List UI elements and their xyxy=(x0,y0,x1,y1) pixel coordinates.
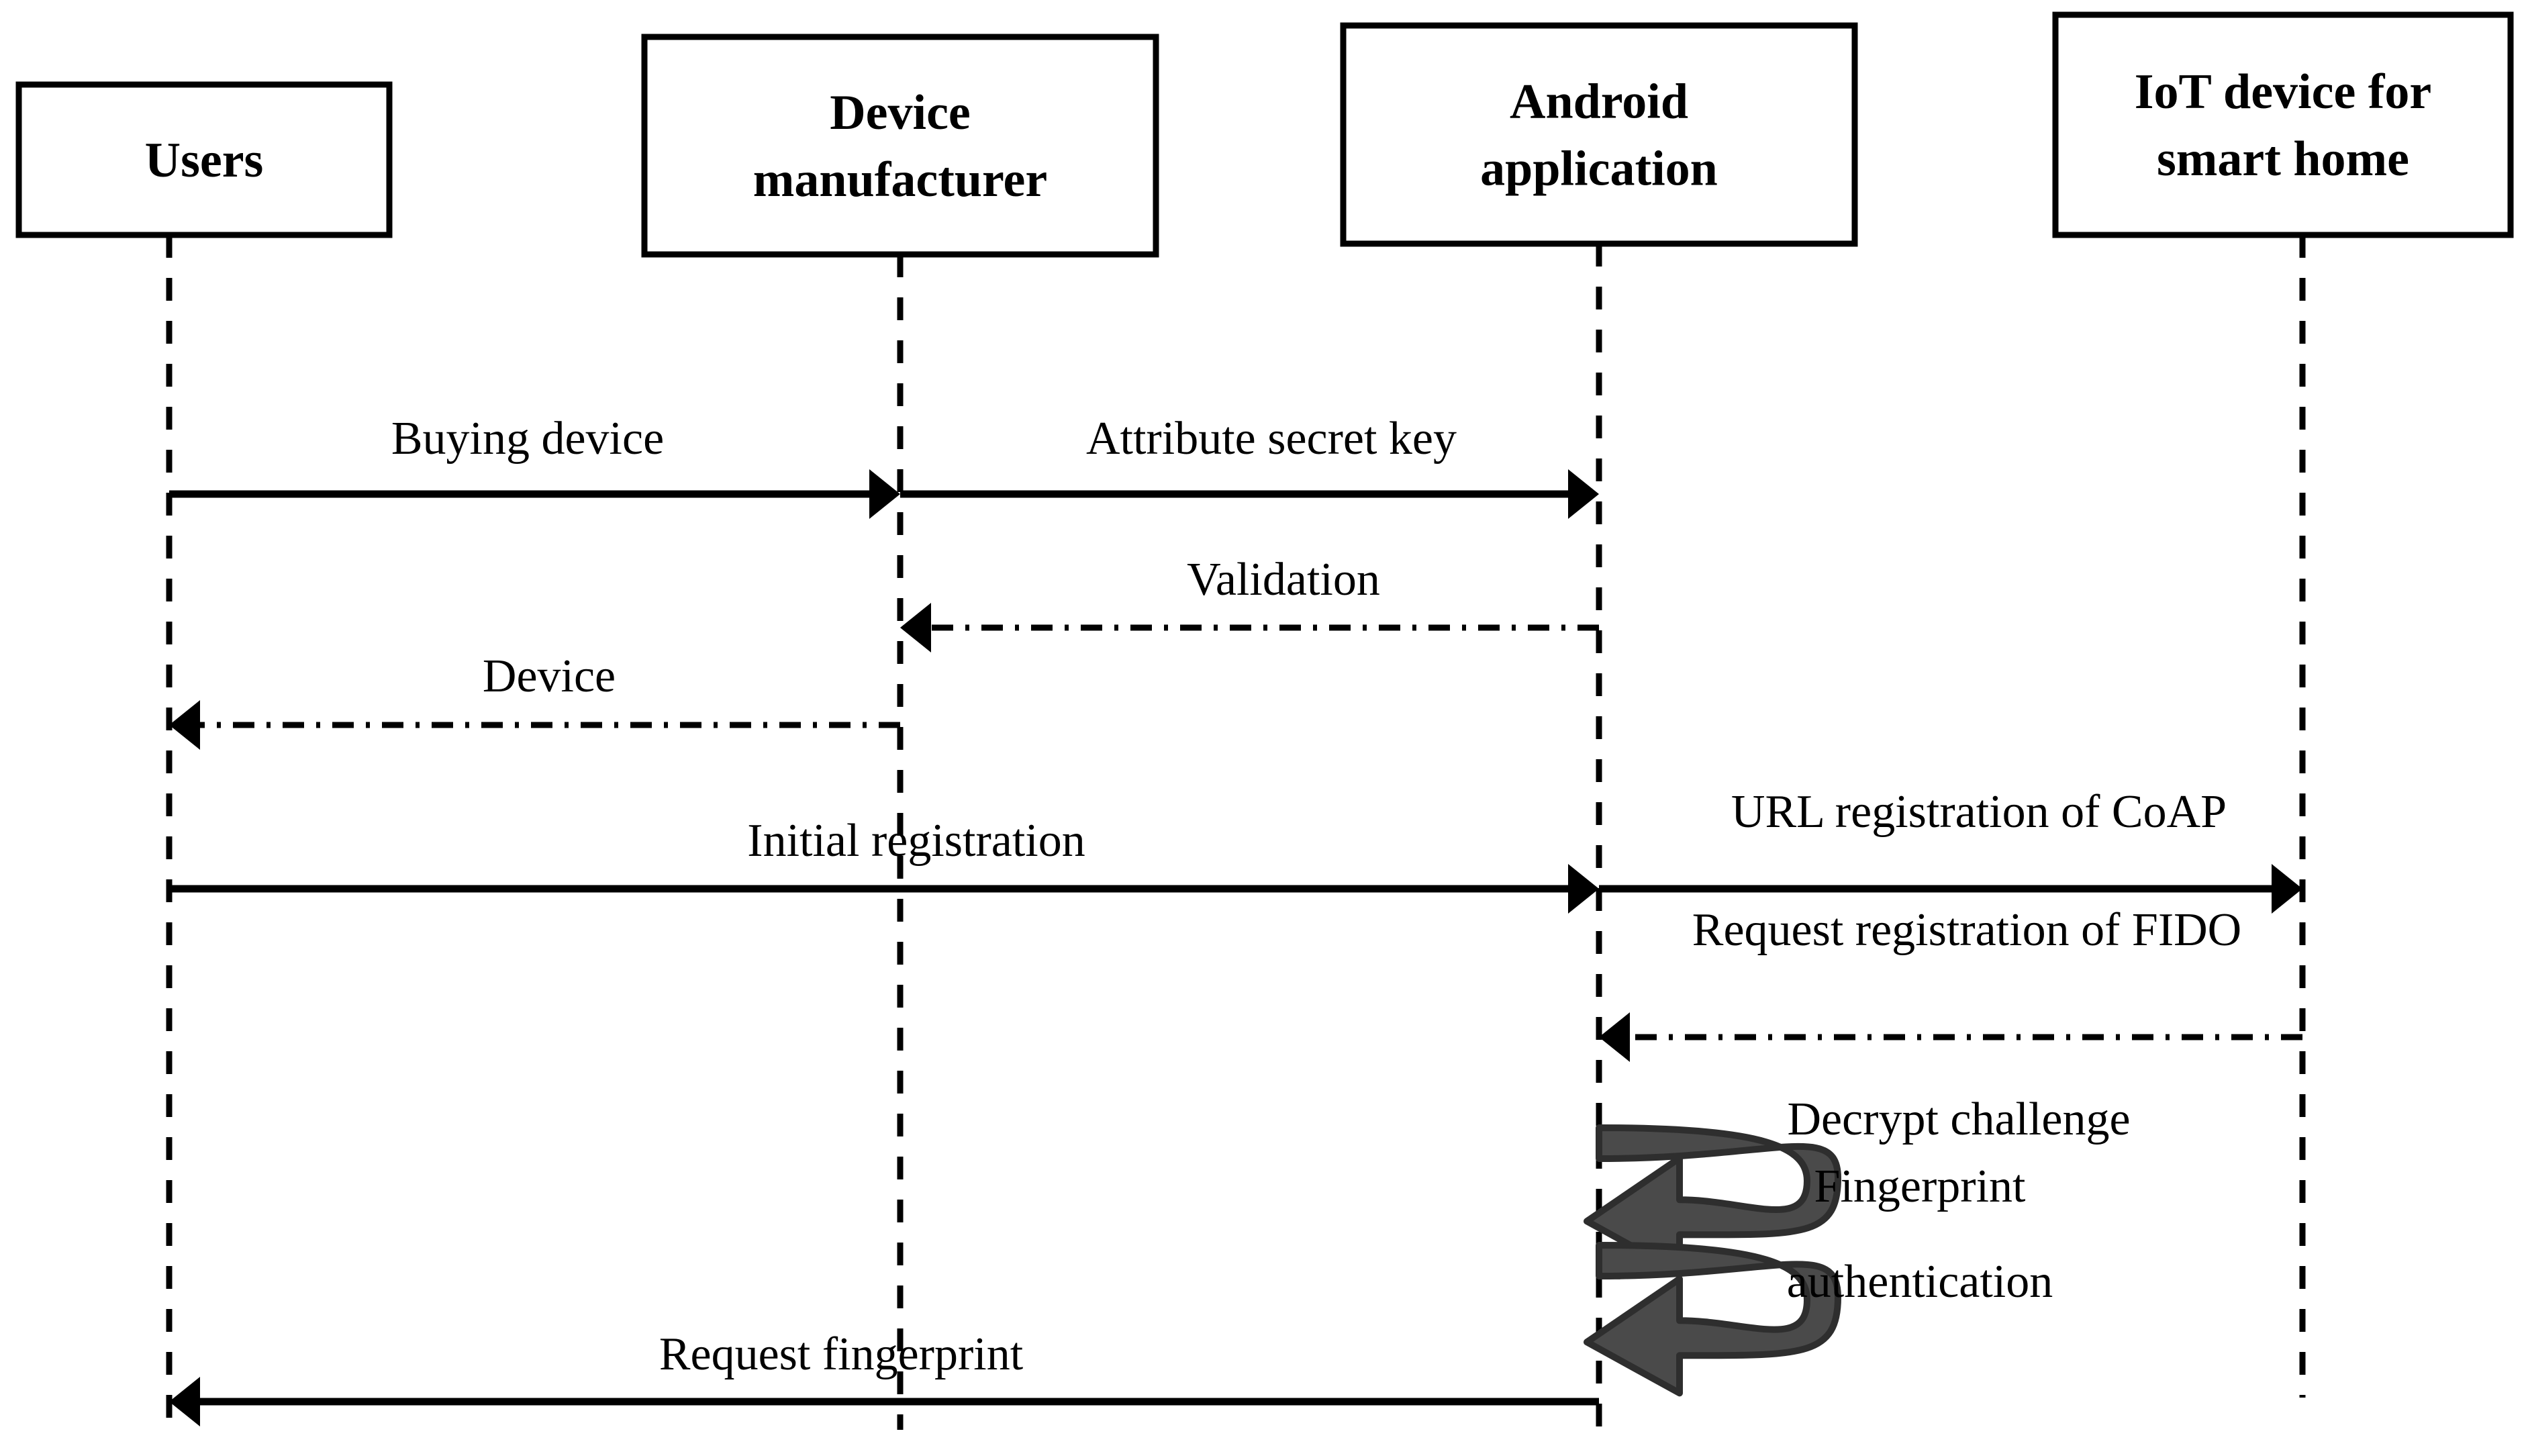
lifeline-header-android-application[interactable]: Android application xyxy=(1340,22,1858,247)
message-arrowhead xyxy=(869,469,900,519)
self-message-label-fingerprint-authentication: authentication xyxy=(1787,1256,2053,1308)
message-arrowhead xyxy=(2272,864,2302,914)
message-buying-device xyxy=(169,469,900,519)
lifeline-box xyxy=(641,34,1159,258)
message-request-registration-of-fido xyxy=(1599,1012,2302,1062)
message-attribute-secret-key xyxy=(900,469,1599,519)
message-arrowhead xyxy=(1599,1012,1630,1062)
lifeline-label-android-application: Android xyxy=(1510,75,1688,130)
message-label-initial-registration: Initial registration xyxy=(747,815,1085,867)
message-arrowhead xyxy=(1568,864,1599,914)
lifeline-header-device-manufacturer[interactable]: Device manufacturer xyxy=(641,34,1159,258)
self-loop-ribbon xyxy=(1584,1242,1841,1397)
lifeline-box xyxy=(1340,22,1858,247)
lifeline-box xyxy=(2052,11,2514,238)
self-loop-ribbon xyxy=(1584,1124,1841,1276)
self-message-decrypt-challenge xyxy=(1584,1124,1841,1276)
lifeline-label-device-manufacturer: Device xyxy=(830,85,971,140)
message-label-attribute-secret-key: Attribute secret key xyxy=(1086,413,1457,465)
lifeline-label-android-application: application xyxy=(1480,142,1718,197)
lifeline-boxes-group: Users Device manufacturer Android applicatio… xyxy=(15,11,2514,258)
lifeline-lines-group xyxy=(166,235,2306,1430)
message-label-request-fingerprint: Request fingerprint xyxy=(659,1328,1024,1380)
message-arrowhead xyxy=(900,603,931,652)
message-url-registration-of-coap xyxy=(1599,864,2302,914)
message-validation xyxy=(900,603,1599,652)
message-label-validation: Validation xyxy=(1187,554,1380,605)
message-initial-registration xyxy=(169,864,1599,914)
message-request-fingerprint xyxy=(169,1377,1599,1426)
lifeline-label-iot-device: IoT device for xyxy=(2135,64,2432,119)
lifeline-label-iot-device: smart home xyxy=(2157,132,2409,187)
message-label-url-registration-of-coap: URL registration of CoAP xyxy=(1731,786,2227,838)
message-label-request-registration-of-fido: Request registration of FIDO xyxy=(1692,904,2241,956)
message-arrows-group xyxy=(169,469,2302,1426)
lifeline-label-device-manufacturer: manufacturer xyxy=(753,152,1047,207)
message-arrowhead xyxy=(169,1377,200,1426)
message-device xyxy=(169,700,900,750)
lifeline-header-users[interactable]: Users xyxy=(15,81,393,238)
lifeline-label-users: Users xyxy=(145,133,264,188)
lifeline-box xyxy=(15,81,393,238)
message-labels-group: Buying device Attribute secret keyValidat… xyxy=(391,413,2241,1380)
message-arrowhead xyxy=(1568,469,1599,519)
self-message-fingerprint-authentication xyxy=(1584,1242,1841,1397)
lifeline-header-iot-device[interactable]: IoT device for smart home xyxy=(2052,11,2514,238)
message-label-device: Device xyxy=(483,650,616,702)
message-arrowhead xyxy=(169,700,200,750)
message-label-buying-device: Buying device xyxy=(391,413,664,465)
self-message-label-decrypt-challenge: Decrypt challenge xyxy=(1787,1094,2130,1145)
self-loop-arrows-group xyxy=(1584,1124,1841,1397)
self-message-label-fingerprint-authentication: Fingerprint xyxy=(1814,1161,2027,1212)
